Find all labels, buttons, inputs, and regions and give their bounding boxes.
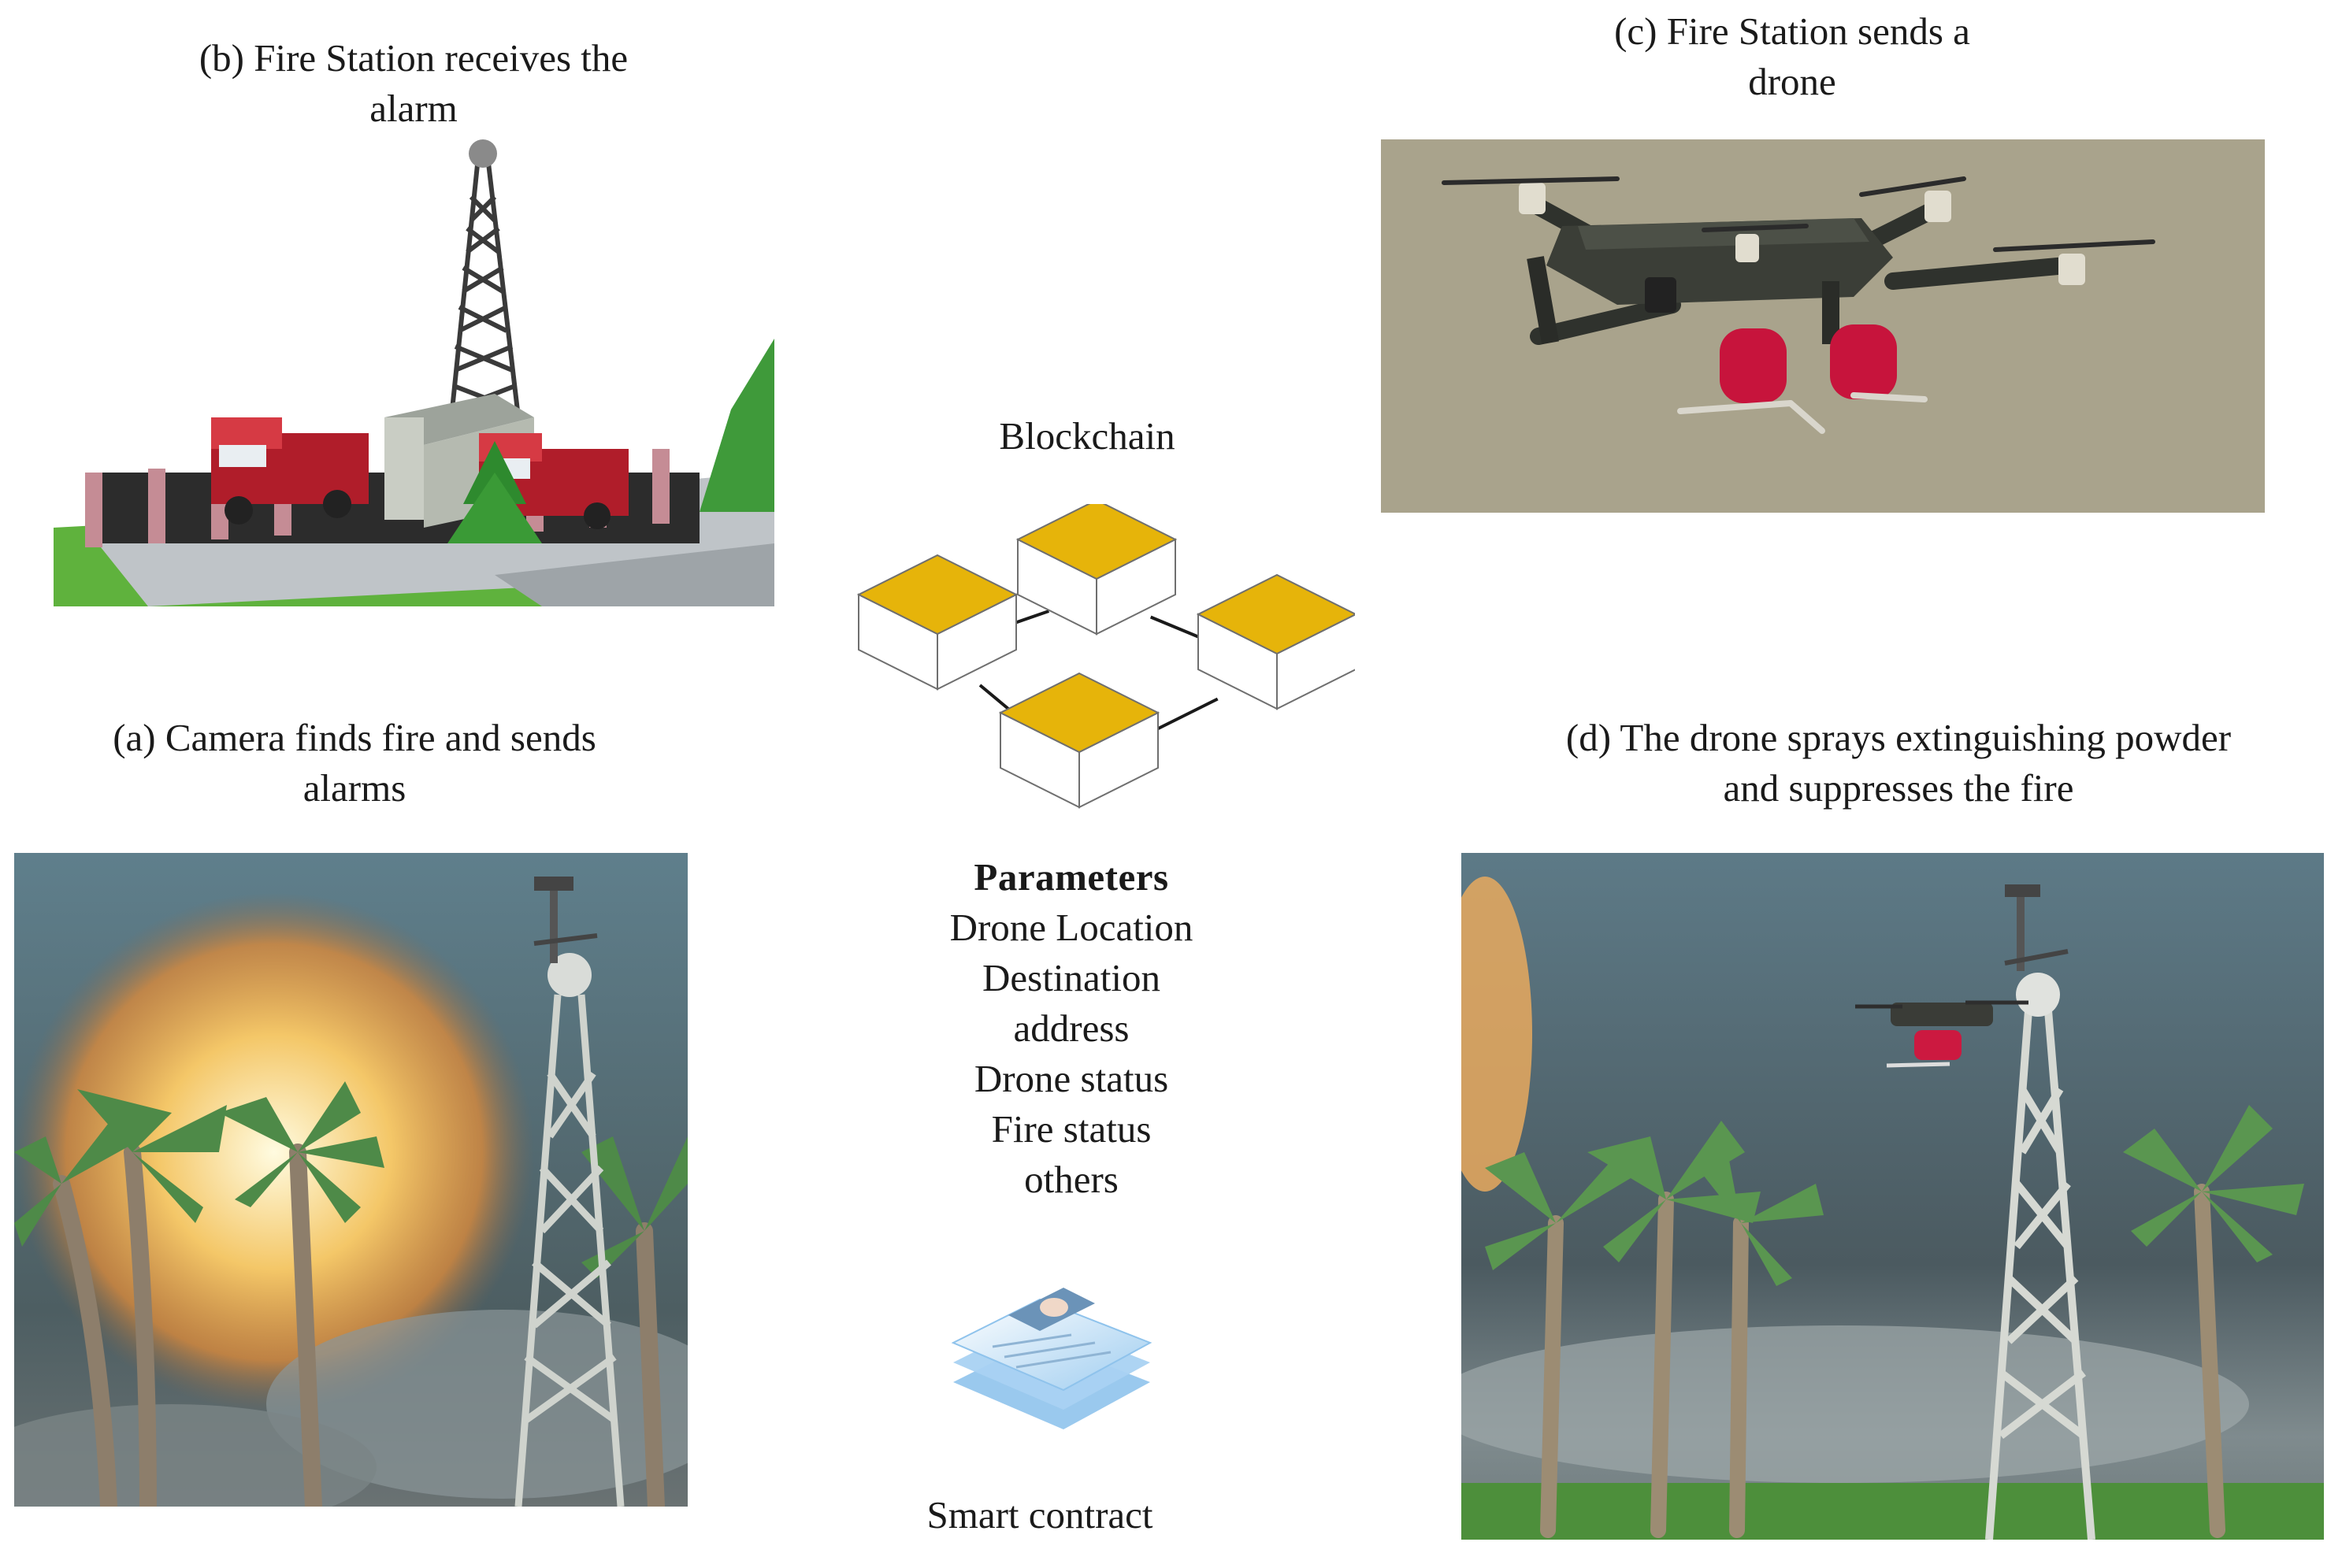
parameters-list: Parameters Drone Location Destination ad… <box>890 852 1253 1205</box>
caption-c-line2: drone <box>1748 60 1836 103</box>
caption-a: (a) Camera finds fire and sends alarms <box>47 713 662 814</box>
caption-b: (b) Fire Station receives the alarm <box>102 33 725 134</box>
parameters-heading: Parameters <box>974 855 1169 899</box>
caption-b-line1: (b) Fire Station receives the <box>199 36 629 80</box>
drone-image <box>1381 139 2265 513</box>
drone-suppress-image <box>1461 853 2324 1540</box>
param-others: others <box>1024 1158 1119 1201</box>
caption-c-line1: (c) Fire Station sends a <box>1614 9 1970 53</box>
chain-block-0 <box>856 554 1019 691</box>
caption-d-line1: (d) The drone sprays extinguishing powde… <box>1565 716 2232 759</box>
chain-block-2 <box>1196 573 1358 710</box>
param-drone-location: Drone Location <box>949 906 1193 949</box>
param-fire-status: Fire status <box>991 1107 1152 1151</box>
fire-station-image <box>54 134 774 606</box>
caption-b-line2: alarm <box>369 87 458 130</box>
caption-d: (d) The drone sprays extinguishing powde… <box>1505 713 2292 814</box>
param-address: address <box>1013 1006 1130 1050</box>
caption-c: (c) Fire Station sends a drone <box>1481 6 2103 107</box>
param-destination: Destination <box>982 956 1160 999</box>
param-drone-status: Drone status <box>974 1057 1169 1100</box>
caption-a-line2: alarms <box>302 766 406 810</box>
camera-fire-image <box>14 853 688 1507</box>
caption-d-line2: and suppresses the fire <box>1723 766 2074 810</box>
blockchain-label: Blockchain <box>999 414 1175 458</box>
chain-block-1 <box>1015 499 1178 636</box>
blockchain-network-icon <box>819 499 1358 843</box>
caption-a-line1: (a) Camera finds fire and sends <box>113 716 596 759</box>
chain-block-3 <box>998 672 1160 809</box>
smart-contract-label: Smart contract <box>926 1493 1153 1536</box>
smart-contract-document-icon <box>937 1264 1166 1445</box>
